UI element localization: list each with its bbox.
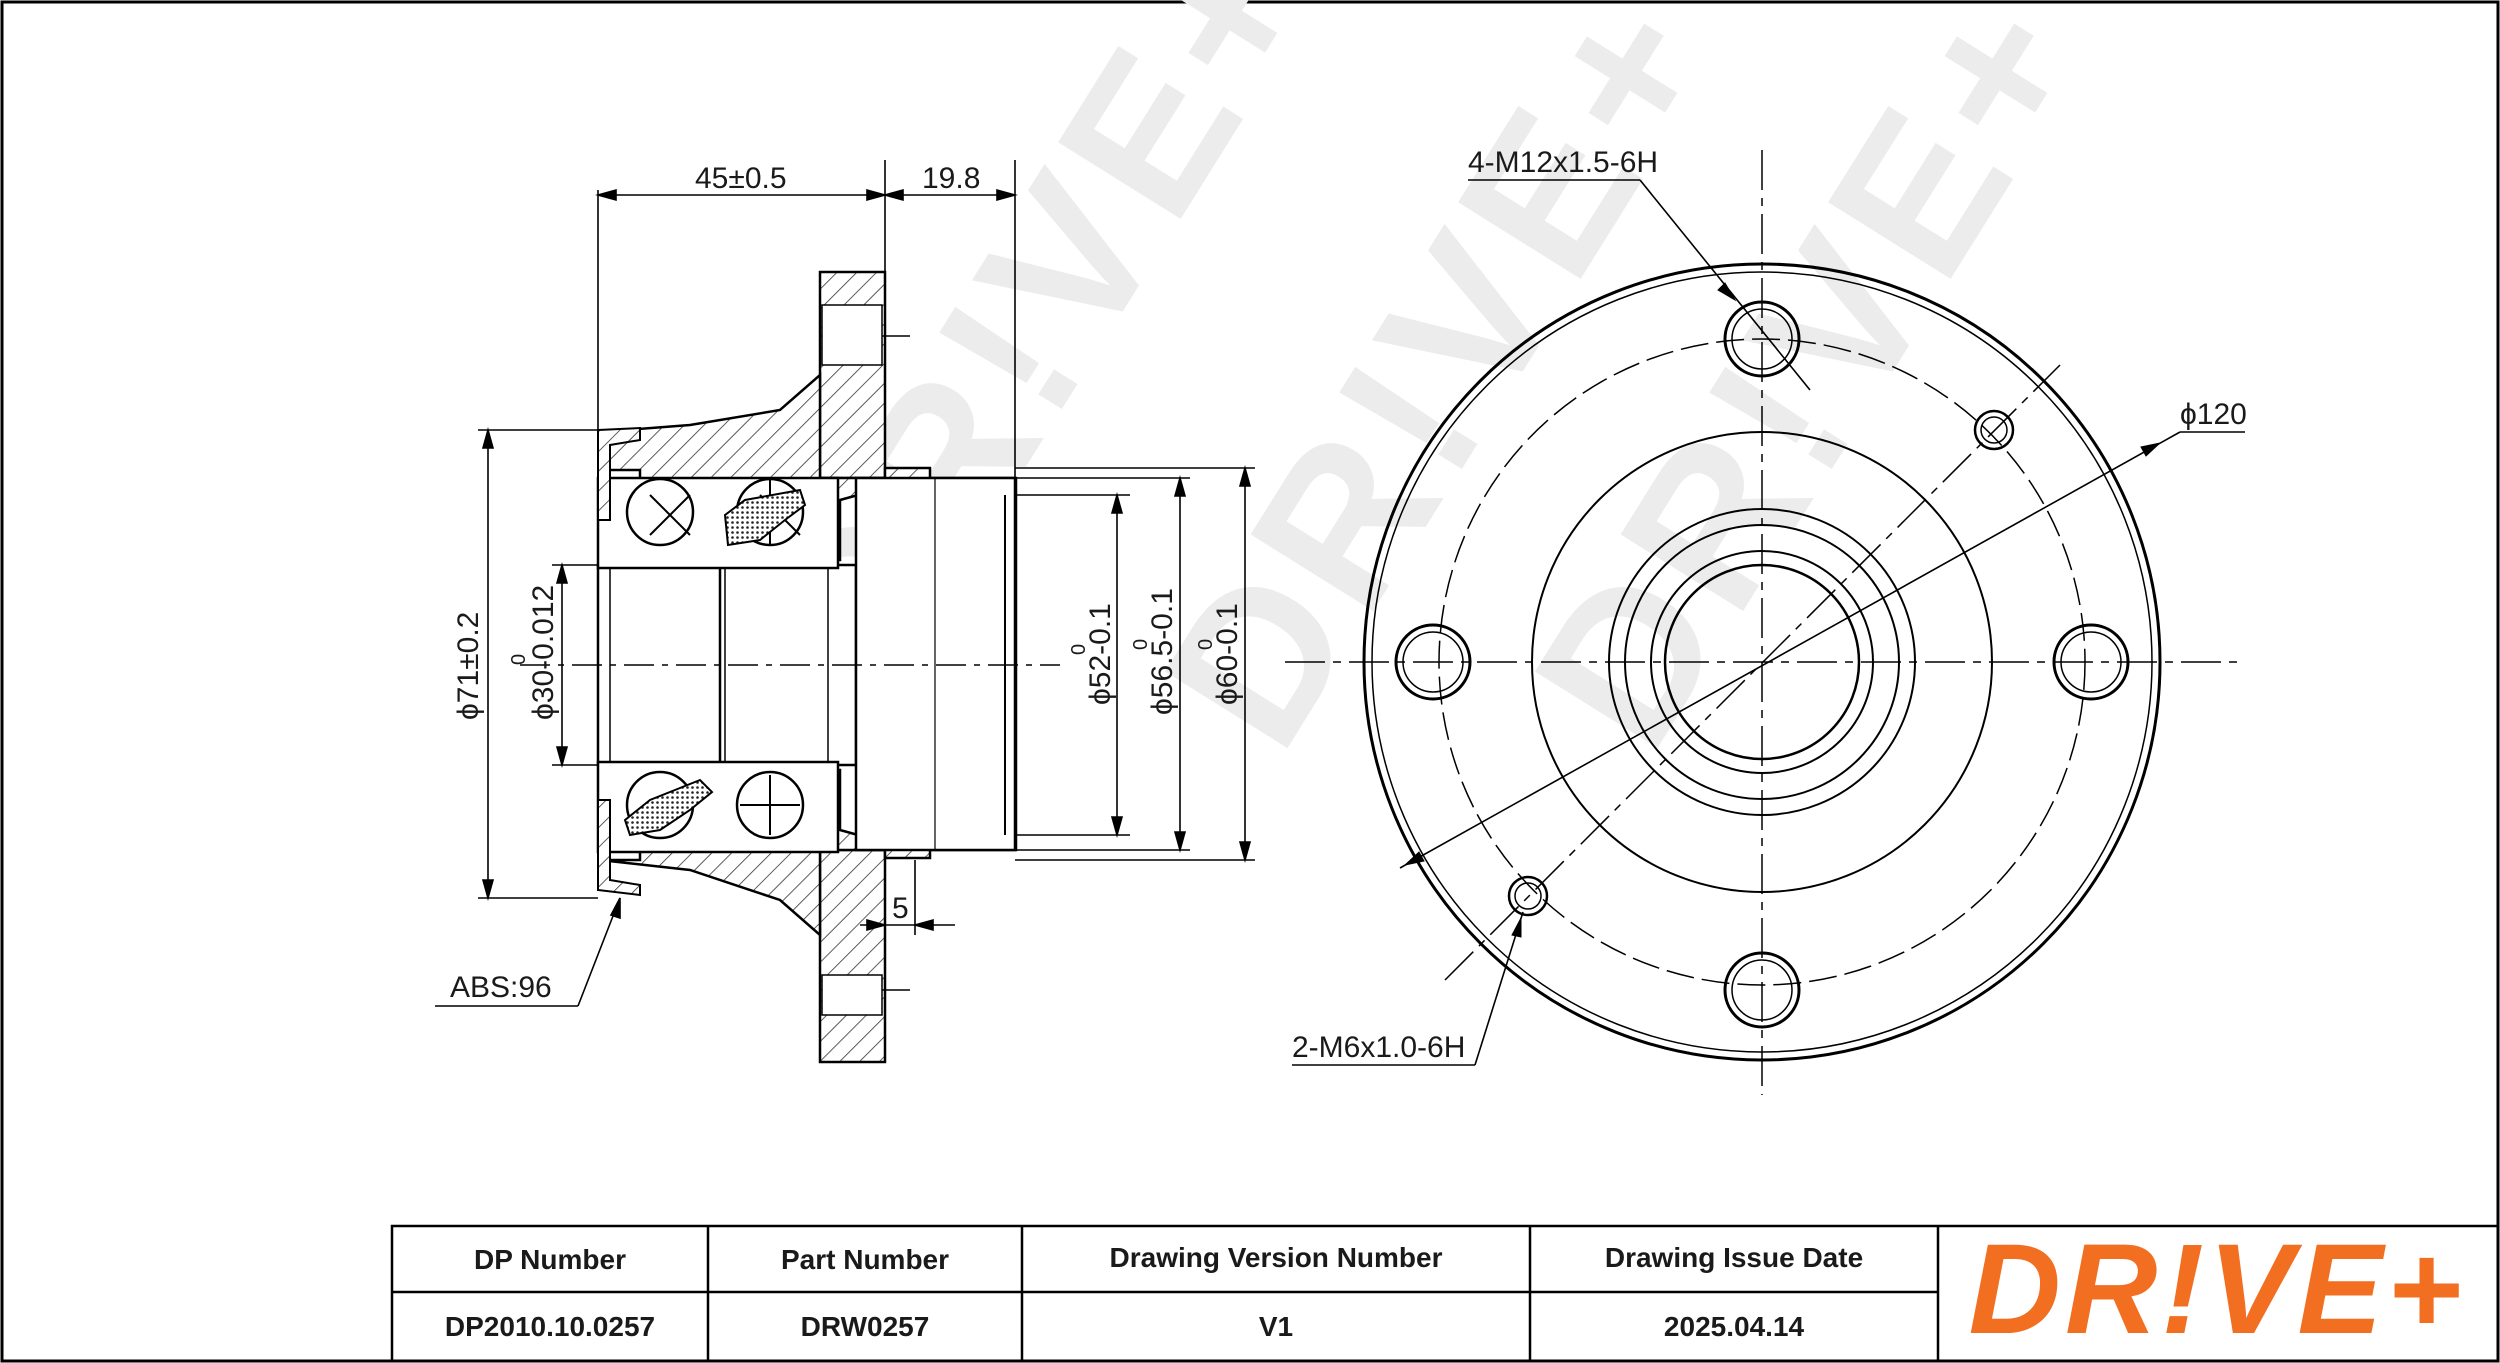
bolt-hole-top [1723,300,1801,378]
header-dp-number: DP Number [474,1244,626,1275]
m6-hole-upper [1973,409,2015,451]
bolt-hole-bottom [1723,951,1801,1029]
cage-lower-left [623,778,714,837]
bolt-hole-right [2052,623,2130,701]
abs-label: ABS:96 [450,971,552,1004]
hub-circle-3 [1624,524,1900,800]
seal-upper [597,426,641,521]
value-drawing-version: V1 [1258,1310,1294,1342]
section-dim-text: 45±0.5 19.8 ϕ71±0.2 ϕ30-0.012 0 ϕ52-0.1 … [450,162,1244,1004]
hub-circle-5 [1663,563,1861,761]
cage-upper-right [723,488,807,547]
hub-circle-1 [1531,431,1993,893]
pilot-section [854,476,1018,852]
dim-52-upper: 0 [1068,644,1090,655]
ball-upper-left [625,477,695,547]
dim-60-label: ϕ60-0.1 [1211,603,1244,705]
dim-52-label: ϕ52-0.1 [1084,603,1117,705]
bolt-hole-left [1394,623,1472,701]
logo-text: DR!VE+ [1969,1233,2466,1353]
front-dim-text: 4-M12x1.5-6H ϕ120 2-M6x1.0-6H [1292,146,2247,1064]
dim-71-label: ϕ71±0.2 [452,612,485,720]
title-block-grid [390,1224,2500,1363]
section-dimensions [435,160,1255,1007]
header-issue-date: Drawing Issue Date [1604,1242,1864,1273]
m6-hole-lower [1507,875,1549,917]
dim-45-label: 45±0.5 [695,162,787,195]
hub-circle-2 [1608,508,1916,816]
dia-120-label: ϕ120 [2180,398,2247,431]
front-view [1285,150,2245,1095]
flange-bottom [818,848,887,1064]
value-dp-number: DP2010.10.0257 [444,1310,656,1342]
seal-lower [597,799,641,897]
bolt-circle [1438,338,2086,986]
flange-bore-bottom [821,974,883,1016]
dim-56-5-label: ϕ56.5-0.1 [1146,588,1179,715]
thread-m12-label: 4-M12x1.5-6H [1468,146,1658,179]
flange-bore-top [821,304,883,366]
dim-30-upper: 0 [508,654,530,665]
section-view [520,270,1060,1064]
value-issue-date: 2025.04.14 [1663,1310,1805,1342]
flange-top [818,270,887,480]
drive-logo: DR!VE+ [1938,1226,2496,1359]
dim-5-label: 5 [892,892,909,925]
header-drawing-version: Drawing Version Number [1109,1242,1443,1273]
hub-circle-4 [1650,550,1874,774]
thread-m6-label: 2-M6x1.0-6H [1292,1031,1465,1064]
header-part-number: Part Number [780,1244,950,1275]
outer-flange-circle [1362,262,2162,1062]
dim-30-label: ϕ30-0.012 [527,585,560,720]
outer-flange-inner [1371,271,2153,1053]
dim-19-8-label: 19.8 [922,162,980,195]
dim-56-5-upper: 0 [1130,639,1152,650]
dim-60-upper: 0 [1195,639,1217,650]
value-part-number: DRW0257 [800,1310,930,1342]
